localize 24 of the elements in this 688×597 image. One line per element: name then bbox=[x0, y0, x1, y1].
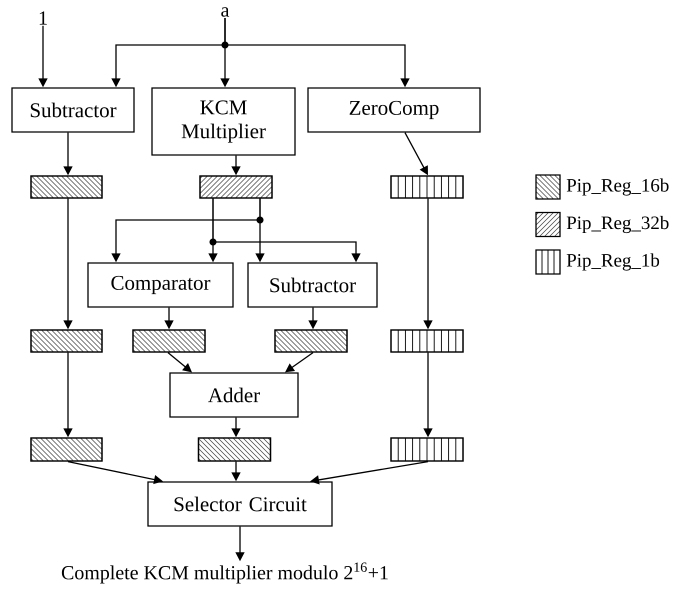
register-block bbox=[30, 175, 103, 199]
signal-label: Complete KCM multiplier modulo 2$^{16}$+1 bbox=[62, 562, 388, 584]
process-box: Selector Circuit bbox=[147, 481, 333, 527]
legend-label: Pip_Reg_32b bbox=[566, 216, 669, 234]
process-box: Subtractor bbox=[11, 87, 135, 133]
register-block bbox=[199, 175, 273, 199]
legend-label: Pip_Reg_16b bbox=[566, 178, 669, 196]
process-box: Subtractor bbox=[247, 262, 378, 308]
process-box: ZeroComp bbox=[307, 87, 481, 133]
legend-label: Pip_Reg_1b bbox=[566, 253, 660, 271]
register-block bbox=[30, 329, 103, 353]
arrow bbox=[168, 352, 192, 372]
register-block bbox=[30, 437, 103, 462]
process-box: KCM Multiplier bbox=[151, 87, 296, 156]
process-box: Adder bbox=[169, 372, 299, 418]
register-block bbox=[390, 329, 464, 353]
register-block bbox=[198, 437, 272, 462]
register-block bbox=[390, 437, 464, 462]
register-block bbox=[274, 329, 348, 353]
process-box: Comparator bbox=[87, 262, 234, 308]
signal-label: a bbox=[221, 7, 230, 17]
register-block bbox=[132, 329, 206, 353]
register-block bbox=[390, 175, 464, 199]
signal-label: 1 bbox=[40, 11, 47, 25]
